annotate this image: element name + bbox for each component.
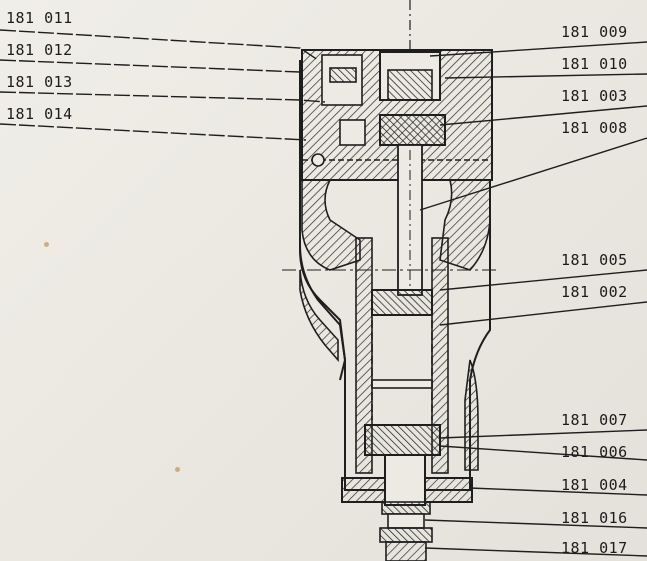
part-label-181-013: 181 013 <box>6 73 73 91</box>
leader-lines-right <box>419 41 647 557</box>
stain-spot <box>175 467 180 472</box>
part-label-181-011: 181 011 <box>6 9 73 27</box>
part-label-181-010: 181 010 <box>561 55 628 73</box>
base-plate <box>341 454 473 506</box>
leader-lines-left <box>0 29 326 141</box>
bottom-fitting <box>379 501 433 561</box>
cylinder-sleeve <box>355 237 449 474</box>
part-label-181-002: 181 002 <box>561 283 628 301</box>
part-label-181-007: 181 007 <box>561 411 628 429</box>
top-head-assembly <box>299 49 493 381</box>
part-label-181-008: 181 008 <box>561 119 628 137</box>
part-label-181-009: 181 009 <box>561 23 628 41</box>
part-label-181-016: 181 016 <box>561 509 628 527</box>
casing-body <box>299 179 491 491</box>
part-label-181-003: 181 003 <box>561 87 628 105</box>
part-label-181-014: 181 014 <box>6 105 73 123</box>
part-label-181-004: 181 004 <box>561 476 628 494</box>
part-label-181-017: 181 017 <box>561 539 628 557</box>
part-label-181-005: 181 005 <box>561 251 628 269</box>
stain-spot <box>44 242 49 247</box>
valve-stem <box>397 144 423 296</box>
part-label-181-006: 181 006 <box>561 443 628 461</box>
part-label-181-012: 181 012 <box>6 41 73 59</box>
